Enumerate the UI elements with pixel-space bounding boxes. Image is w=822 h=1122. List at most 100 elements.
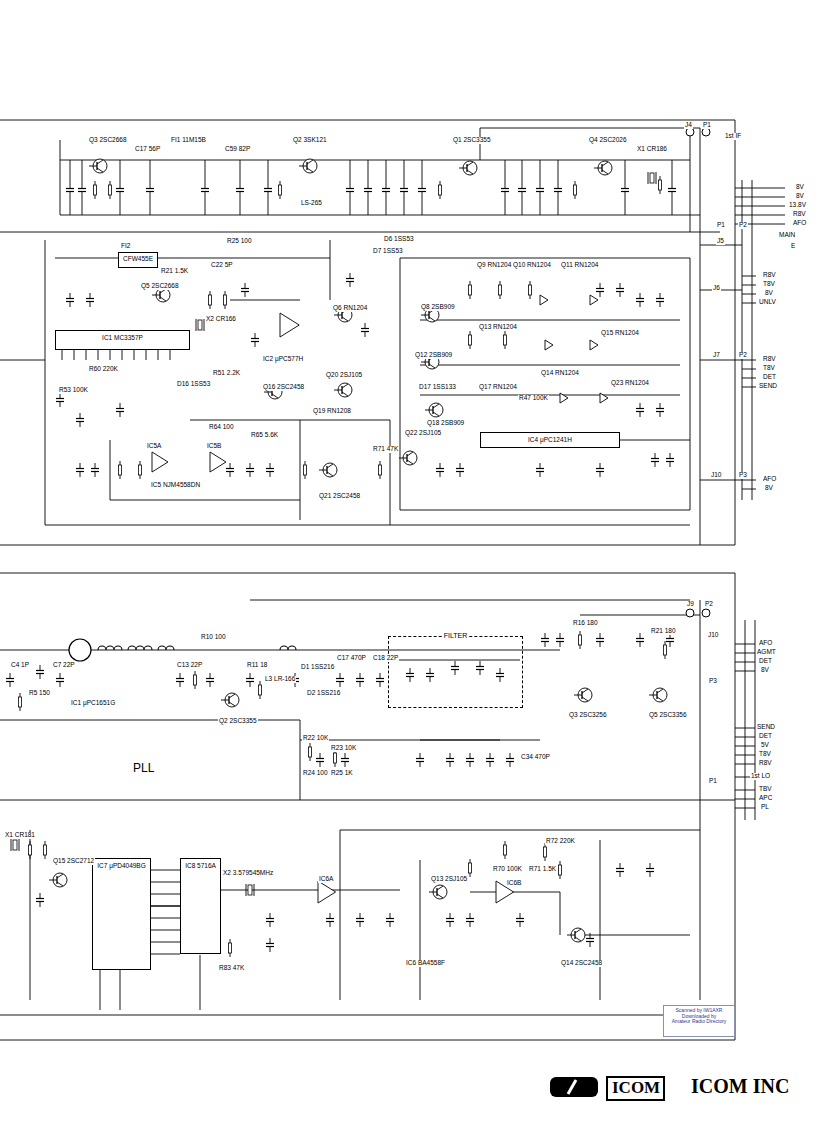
schematic-label: C13 22P: [176, 662, 203, 669]
resistor-symbol: [44, 845, 47, 855]
wire: [466, 918, 474, 919]
wire: [470, 762, 471, 768]
wire: [440, 181, 441, 185]
wire: [40, 893, 41, 899]
schematic-label: Q22 2SJ105: [404, 430, 442, 437]
wire: [660, 176, 661, 180]
amplifier-symbol: [210, 452, 226, 472]
wire: [327, 464, 333, 468]
wire: [80, 463, 81, 469]
wire: [735, 573, 736, 1040]
schematic-label: R53 100K: [58, 387, 89, 394]
schematic-label: X1 CR181: [4, 832, 36, 839]
wire: [516, 918, 524, 919]
wire: [350, 192, 351, 198]
wire: [470, 892, 560, 893]
wire: [140, 461, 141, 465]
wire: [672, 160, 673, 183]
schematic-label: Q14 RN1204: [540, 370, 580, 377]
wire: [346, 278, 354, 279]
wire: [386, 183, 387, 189]
schematic-label: R25 1K: [330, 770, 354, 777]
wire: [426, 673, 434, 674]
wire: [6, 678, 14, 679]
wire: [490, 762, 491, 768]
node-text: CFW455E: [123, 255, 153, 262]
wire: [657, 689, 663, 693]
schematic-label: UNLV: [758, 299, 777, 306]
wire: [350, 183, 351, 189]
wire: [429, 892, 437, 893]
schematic-label: J10: [710, 472, 722, 479]
wire: [580, 631, 581, 635]
wire: [665, 655, 666, 659]
wire: [150, 160, 151, 183]
wire: [640, 403, 641, 409]
wire: [404, 192, 405, 198]
wire: [110, 181, 111, 185]
wire: [76, 418, 84, 419]
wire: [62, 349, 63, 360]
wire: [636, 298, 644, 299]
watermark-box: Scanned by IW1AXRDownloaded byAmateur Ra…: [663, 1005, 735, 1037]
schematic-label: Q3 2SC3256: [568, 712, 608, 719]
wire: [640, 412, 641, 418]
resistor-symbol: [469, 285, 472, 295]
wire: [350, 197, 351, 215]
ic-box: IC8 5716A: [180, 858, 221, 954]
wire: [120, 197, 121, 215]
wire: [735, 653, 755, 654]
wire: [505, 197, 506, 215]
schematic-label: R23 10K: [330, 745, 357, 752]
wire: [326, 918, 334, 919]
wire: [660, 412, 661, 418]
wire: [400, 188, 408, 189]
wire: [742, 480, 756, 481]
wire: [536, 468, 544, 469]
wire: [742, 387, 756, 388]
wire: [368, 197, 369, 215]
schematic-label: T8V: [758, 751, 772, 758]
wire: [310, 743, 311, 747]
wire: [545, 642, 546, 648]
wire: [327, 472, 333, 476]
wire: [480, 128, 481, 160]
wire: [429, 364, 435, 368]
schematic-label: Q15 2SC2712: [52, 858, 95, 865]
resistor-symbol: [574, 185, 577, 195]
wire: [70, 192, 71, 198]
wire: [120, 192, 121, 198]
wire: [0, 360, 45, 361]
wire: [672, 183, 673, 189]
wire: [255, 342, 256, 348]
inductor-symbol: [128, 646, 152, 650]
wire: [429, 317, 435, 321]
wire: [241, 288, 249, 289]
wire: [340, 673, 341, 679]
wire: [510, 762, 511, 768]
schematic-label: X2 3.579545MHz: [222, 870, 274, 877]
wire: [410, 668, 411, 674]
schematic-label: 8V: [764, 290, 774, 297]
wire: [520, 922, 521, 928]
schematic-label: R60 220K: [88, 366, 119, 373]
wire: [240, 192, 241, 198]
schematic-label: PL: [760, 804, 770, 811]
wire: [575, 181, 576, 185]
schematic-label: Q4 2SC2026: [588, 137, 628, 144]
wire: [116, 188, 124, 189]
wire: [582, 697, 588, 701]
wire: [345, 753, 346, 759]
wire: [57, 874, 63, 878]
schematic-label: SEND: [756, 724, 776, 731]
wire: [422, 192, 423, 198]
wire: [596, 638, 604, 639]
wire: [45, 525, 690, 526]
wire: [476, 666, 484, 667]
wire: [150, 197, 151, 215]
wire: [735, 755, 755, 756]
wire: [440, 195, 441, 199]
wire: [505, 841, 506, 845]
schematic-label: D2 1SS216: [306, 690, 341, 697]
wire: [0, 573, 735, 574]
